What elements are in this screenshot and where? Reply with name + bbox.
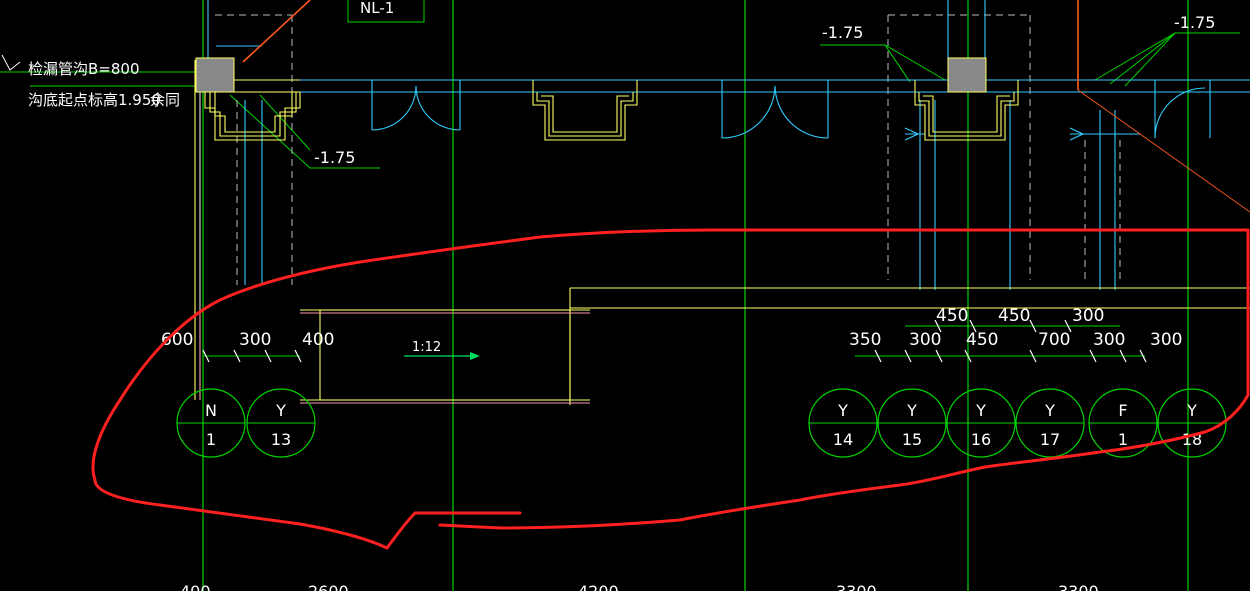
dimension-label: 300 (239, 330, 271, 350)
axis-letter: Y (837, 401, 848, 420)
dimension-label: 300 (1072, 306, 1104, 326)
axis-bubble: Y 14 (808, 388, 878, 458)
ramp-handrails (199, 310, 590, 404)
axis-bubble: Y 15 (877, 388, 947, 458)
grid-lines (202, 0, 1189, 591)
axis-letter: Y (975, 401, 986, 420)
dimension-label: 700 (1038, 330, 1070, 350)
axis-bubble: Y 17 (1015, 388, 1085, 458)
slope-label: 1:12 (412, 340, 441, 355)
leader-line (1094, 32, 1240, 81)
leader-line (1109, 32, 1176, 85)
dimension-label: 400 (180, 582, 211, 591)
column-block (947, 57, 987, 93)
top-tag-label: NL-1 (360, 0, 394, 17)
trench-wall (914, 80, 1019, 141)
trench-start-note: 沟底起点标高1.950 (28, 91, 161, 109)
axis-letter: Y (275, 401, 286, 420)
drain-pipe (1077, 89, 1250, 213)
pipe-fitting (904, 127, 1085, 141)
elevation-label: -1.75 (822, 23, 863, 42)
axis-bubble: F1 (1088, 388, 1158, 458)
axis-bubble: Y 13 (246, 388, 316, 458)
axis-letter: Y (906, 401, 917, 420)
leader-line (820, 44, 946, 81)
ramp-outline (319, 309, 571, 401)
leader-line (884, 44, 911, 83)
dimension-label: 400 (302, 330, 334, 350)
column-block (195, 57, 235, 93)
axis-number: 16 (971, 430, 991, 449)
door-swing (371, 85, 461, 131)
trench-wall (541, 95, 629, 133)
dimension-label: 4200 (578, 582, 619, 591)
axis-bubble: Y 16 (946, 388, 1016, 458)
axis-number: 1 (1118, 430, 1128, 449)
trench-wall (209, 92, 297, 137)
axis-bubble: N1 (176, 388, 246, 458)
axis-bubble: Y18 (1157, 388, 1227, 458)
leader-lines (0, 0, 1240, 169)
dimension-label: 450 (966, 330, 998, 350)
elevation-label: -1.75 (314, 148, 355, 167)
trench-wall (532, 80, 638, 141)
axis-letter: Y (1044, 401, 1055, 420)
axis-number: 14 (833, 430, 853, 449)
walls (194, 60, 1250, 405)
dashed-lines (215, 14, 1121, 285)
dimension-label: 350 (849, 330, 881, 350)
dimension-label: 3300 (836, 582, 877, 591)
axis-number: 17 (1040, 430, 1060, 449)
leader-line (1124, 32, 1176, 87)
trench-wall (923, 95, 1010, 133)
dimension-label: 300 (1150, 330, 1182, 350)
slope-arrow-icon (404, 352, 480, 360)
top-tag-box (347, 0, 425, 23)
dimension-lines (203, 325, 1145, 357)
drain-pipes (242, 0, 1250, 213)
axis-letter: N (205, 401, 217, 420)
dimension-label: 300 (1093, 330, 1125, 350)
axis-number: 1 (206, 430, 216, 449)
drain-pipe (242, 0, 311, 63)
same-below-note: 余同 (150, 91, 180, 109)
dimension-label: 600 (161, 330, 193, 350)
trench-wall (536, 92, 634, 137)
elevation-label: -1.75 (1174, 13, 1215, 32)
door-swing (1154, 87, 1206, 139)
trench-wall (214, 92, 293, 133)
dimension-label: 3300 (1058, 582, 1099, 591)
axis-number: 13 (271, 430, 291, 449)
corner-arrow-icon (1, 54, 21, 71)
trench-wall (918, 92, 1015, 137)
columns (195, 57, 987, 93)
door-swing (721, 85, 829, 139)
doors-and-pipes (207, 0, 1250, 290)
inspection-pipe-note: 检漏管沟B=800 (28, 60, 140, 78)
dimension-label: 450 (936, 306, 968, 326)
markup-annotation[interactable] (91, 228, 1250, 550)
trench-wall (204, 92, 301, 141)
axis-number: 15 (902, 430, 922, 449)
axis-letter: F (1118, 401, 1127, 420)
dimension-labels: 600 300 400 350 300 450 700 300 300 450 … (161, 306, 1182, 350)
dimension-ticks (202, 319, 1147, 363)
axis-letter: Y (1186, 401, 1197, 420)
dimension-label: 450 (998, 306, 1030, 326)
dimension-label: 300 (909, 330, 941, 350)
leader-line (229, 94, 380, 169)
